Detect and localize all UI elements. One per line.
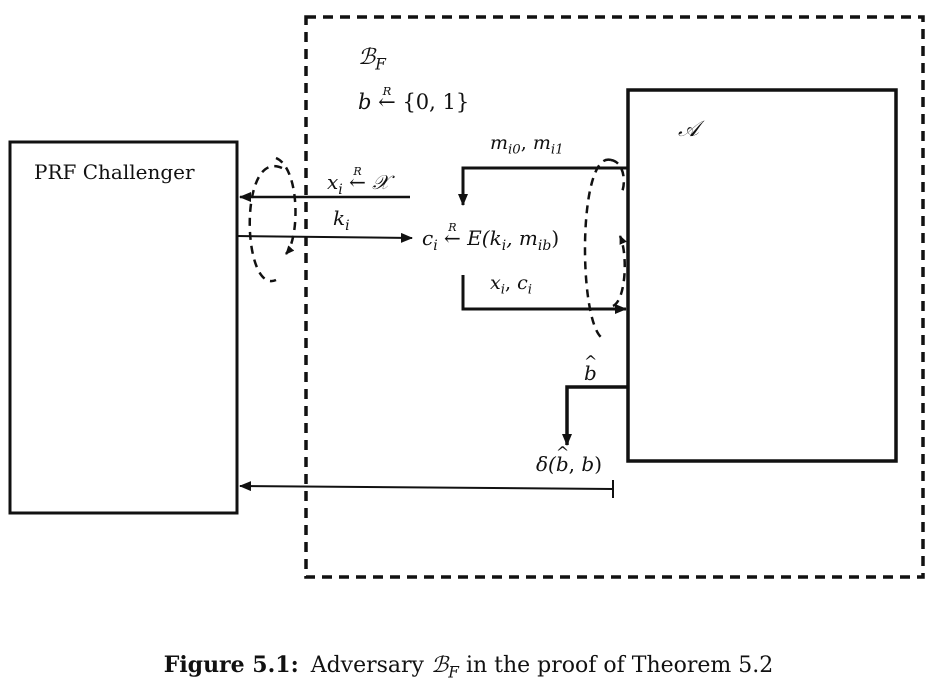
pair-xc-label: xi, ci [490, 272, 532, 298]
left-loop-dashed [248, 164, 283, 283]
reduction-label: ℬF [358, 45, 386, 74]
reduction-box [304, 15, 925, 579]
key-arrow [236, 232, 413, 243]
right-loop-dashed [583, 158, 612, 339]
adversary-label: 𝒜 [678, 117, 699, 142]
bit-sample-label: b R← {0, 1} [358, 83, 470, 114]
messages-arrow [458, 166, 628, 206]
challenger-label: PRF Challenger [34, 160, 195, 184]
challenger-box [8, 140, 239, 515]
ciphertext-label: ci R← E(ki, mib) [422, 220, 560, 254]
figure-caption: Figure 5.1:Adversary ℬF in the proof of … [163, 652, 774, 682]
adversary-box [626, 88, 898, 463]
output-arrow [239, 481, 614, 492]
key-label: ki [333, 206, 350, 234]
left-loop-arrow [275, 156, 297, 255]
right-loop-top [610, 158, 626, 193]
guess-label: b [584, 354, 597, 383]
x-sample-label: xi R← 𝒳 [327, 164, 390, 198]
guess-arrow [562, 385, 628, 446]
right-loop-arrow [612, 235, 627, 308]
messages-label: mi0, mi1 [490, 132, 564, 158]
ciphertext-arrow [461, 275, 627, 314]
delta-label: δ(b, b) [536, 445, 602, 474]
